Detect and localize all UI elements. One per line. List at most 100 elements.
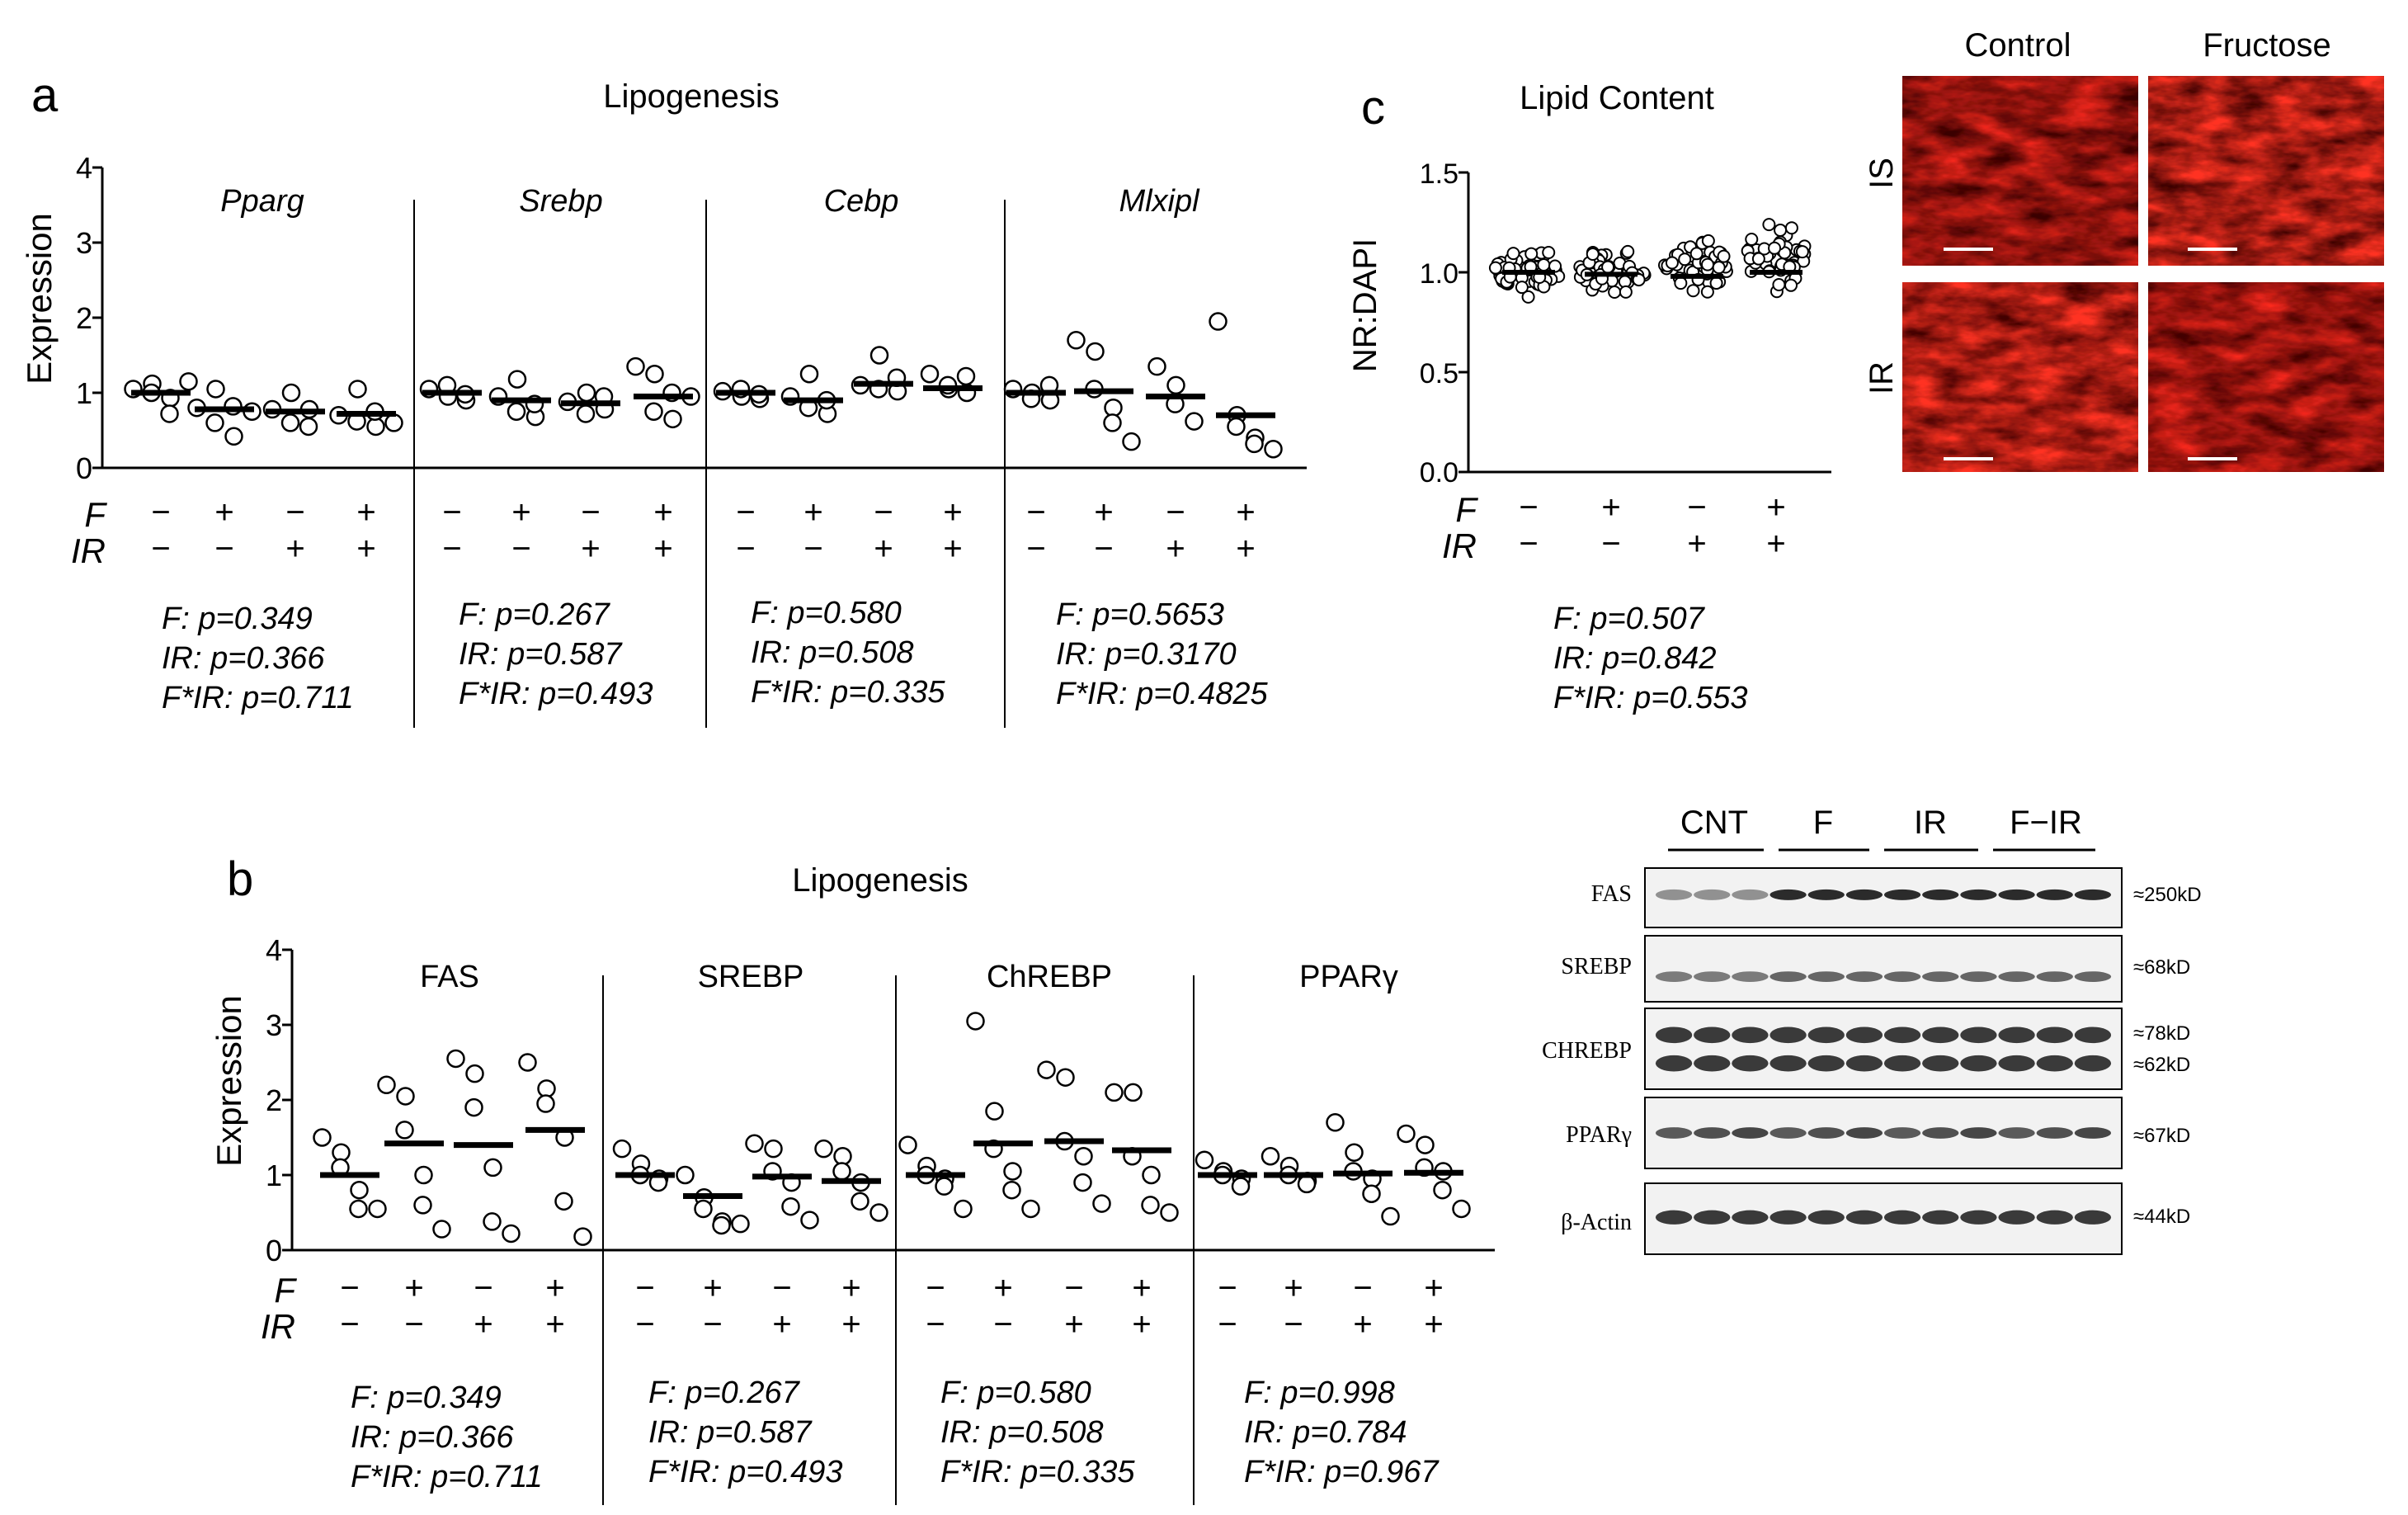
- group-label: FAS: [420, 960, 479, 994]
- f-sign: −: [1218, 1270, 1237, 1306]
- blot-band: [1960, 889, 1997, 900]
- blot-band: [1845, 1027, 1883, 1044]
- f-sign: +: [1132, 1270, 1151, 1306]
- blot-band: [1655, 971, 1693, 982]
- data-point: [764, 1139, 783, 1159]
- blot-band: [1922, 889, 1959, 900]
- data-point: [1686, 284, 1700, 298]
- data-point: [1700, 257, 1714, 271]
- ir-sign: −: [214, 531, 233, 567]
- group-label: Srebp: [519, 184, 602, 219]
- data-point: [1548, 259, 1562, 273]
- data-point: [1768, 241, 1782, 255]
- data-point: [1160, 1203, 1179, 1222]
- panel-a-group-labels: Pparg Srebp Cebp Mlxipl: [220, 184, 1200, 219]
- blot-band: [1769, 889, 1807, 900]
- data-point: [1433, 1180, 1452, 1200]
- micrograph-col-label-fructose: Fructose: [2203, 27, 2331, 64]
- f-sign: −: [635, 1270, 654, 1306]
- row-label-f: F: [84, 495, 107, 534]
- blot-band-label: FAS: [1591, 881, 1632, 907]
- ir-sign: +: [1166, 531, 1185, 567]
- y-tick-label: 1.5: [1420, 158, 1458, 190]
- data-point: [1665, 256, 1679, 270]
- data-point: [160, 404, 179, 423]
- data-point: [1166, 375, 1185, 395]
- blot-group-label: IR: [1914, 805, 1947, 841]
- panel-a-title: Lipogenesis: [603, 78, 780, 115]
- f-sign: −: [926, 1270, 945, 1306]
- stat-fir: F*IR: p=0.967: [1244, 1455, 1440, 1489]
- data-point: [1326, 1113, 1345, 1132]
- blot-band: [1694, 1127, 1731, 1139]
- data-point: [507, 370, 527, 389]
- data-point: [576, 404, 596, 423]
- ir-sign: +: [474, 1306, 492, 1343]
- data-point: [483, 1212, 502, 1231]
- data-point: [1674, 276, 1688, 290]
- data-point: [299, 417, 318, 437]
- stat-ir: IR: p=0.784: [1244, 1415, 1407, 1450]
- blot-band: [2074, 1210, 2112, 1225]
- blot-band: [1845, 889, 1883, 900]
- micrograph-row-label-ir: IR: [1864, 361, 1900, 394]
- data-point: [395, 1121, 414, 1140]
- y-tick-label: 4: [76, 151, 92, 185]
- blot-band: [1845, 1127, 1883, 1139]
- data-point: [377, 1075, 396, 1095]
- y-tick-label: 0.0: [1420, 457, 1458, 488]
- ir-sign: +: [285, 531, 304, 567]
- micrograph-row-label-is: IS: [1864, 158, 1900, 189]
- data-point: [1542, 245, 1556, 259]
- ir-sign: −: [1026, 531, 1045, 567]
- ir-sign: +: [1236, 531, 1255, 567]
- data-point: [1521, 290, 1535, 304]
- ir-sign: −: [151, 531, 170, 567]
- ir-sign: +: [581, 531, 600, 567]
- blot-band: [1694, 889, 1731, 900]
- data-point: [1762, 218, 1776, 232]
- ir-sign: −: [635, 1306, 654, 1343]
- stat-f: F: p=0.580: [751, 596, 902, 630]
- stat-fir: F*IR: p=0.493: [459, 677, 653, 711]
- blot-band-label: PPARγ: [1566, 1122, 1632, 1148]
- panel-b-group-labels: FAS SREBP ChREBP PPARγ: [420, 960, 1398, 994]
- blot-band: [1807, 1210, 1845, 1225]
- blot-band: [1998, 1127, 2035, 1139]
- blot-band: [1960, 1127, 1997, 1139]
- data-point: [348, 380, 367, 399]
- stat-ir: IR: p=0.587: [459, 637, 623, 672]
- blot-size-label: ≈62kD: [2133, 1054, 2190, 1076]
- blot-band-label: β-Actin: [1561, 1210, 1632, 1235]
- data-point: [1619, 285, 1633, 299]
- blot-band: [2036, 1055, 2073, 1072]
- group-label: ChREBP: [987, 960, 1112, 994]
- blot-band: [1922, 1027, 1959, 1044]
- f-sign: −: [340, 1270, 359, 1306]
- data-point: [869, 346, 889, 365]
- blot-size-label: ≈250kD: [2133, 884, 2202, 906]
- data-point: [985, 1102, 1004, 1121]
- blot-band: [1807, 1127, 1845, 1139]
- data-point: [694, 1199, 713, 1219]
- panel-c-axes: [1458, 171, 1831, 474]
- f-sign: +: [356, 494, 375, 531]
- y-tick-label: 1.0: [1420, 258, 1458, 290]
- blot-band: [1807, 971, 1845, 982]
- ir-sign: −: [442, 531, 461, 567]
- data-point: [645, 365, 664, 384]
- blot-band: [2036, 889, 2073, 900]
- blot-band-label: CHREBP: [1542, 1038, 1632, 1064]
- data-point: [313, 1128, 332, 1147]
- data-point: [814, 1139, 833, 1159]
- y-tick-label: 2: [266, 1083, 282, 1117]
- data-point: [1524, 247, 1539, 261]
- stat-fir: F*IR: p=0.711: [162, 681, 354, 715]
- panel-b-y-ticks: 0 1 2 3 4: [266, 933, 282, 1267]
- data-point: [1717, 249, 1731, 263]
- f-sign: −: [474, 1270, 492, 1306]
- data-point: [1745, 233, 1759, 247]
- blot-band: [1883, 1127, 1921, 1139]
- blot-band: [1922, 1127, 1959, 1139]
